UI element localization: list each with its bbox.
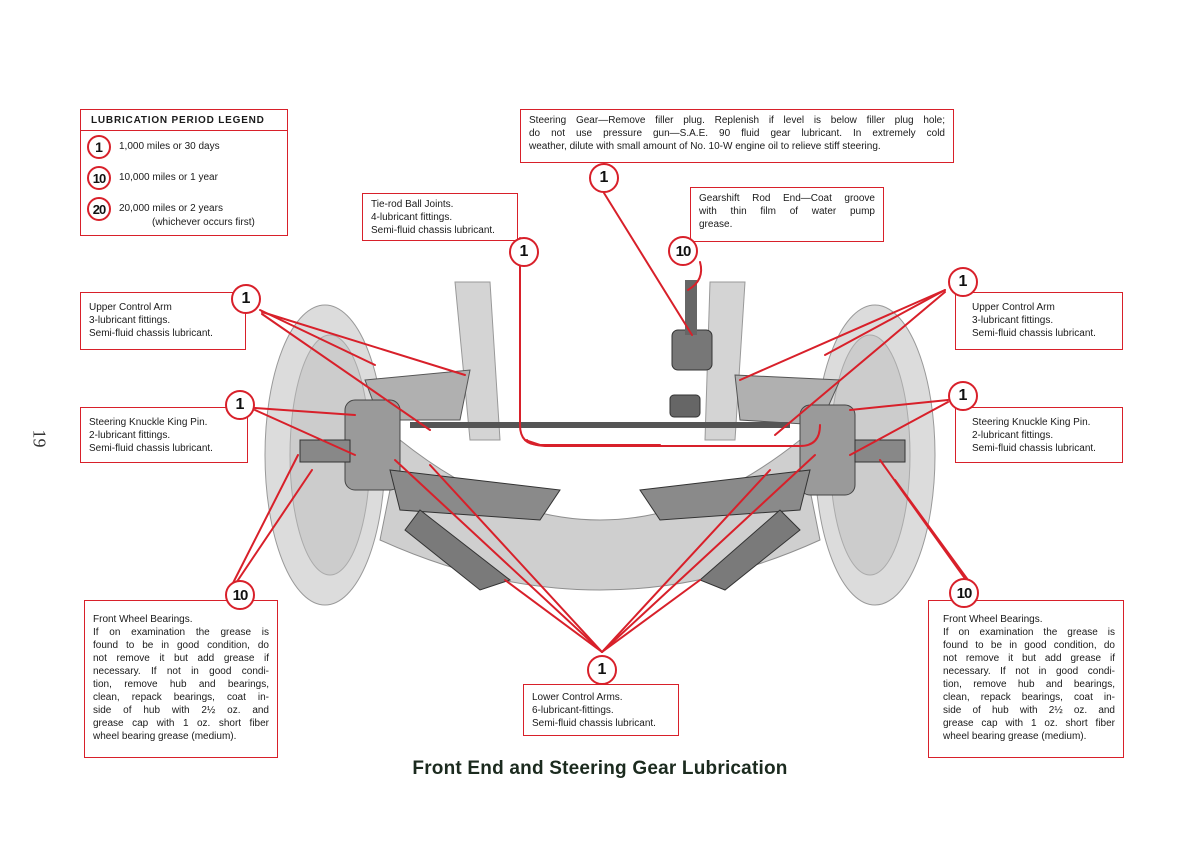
callout-line: Semi-fluid chassis lubricant. [371,225,495,236]
legend-code: 1 [87,135,111,159]
callout-line: Tie-rod Ball Joints. [371,199,454,210]
callout-line: grease cap with 1 oz. short fiber [93,718,269,729]
callout-front-wheel-bearings-left: Front Wheel Bearings. If on examination … [84,600,278,758]
callout-line: Semi-fluid chassis lubricant. [532,718,656,729]
callout-line: Gearshift Rod End—Coat groove [699,193,875,204]
callout-line: clean, repack bearings, coat in- [93,692,269,703]
page-number: 19 [29,429,50,448]
callout-gearshift: Gearshift Rod End—Coat groove with thin … [690,187,884,242]
callout-line: weather, dilute with small amount of No.… [529,141,881,152]
callout-line: 6-lubricant-fittings. [532,705,614,716]
code-badge-wheel-left: 10 [225,580,255,610]
code-badge-upper-right: 1 [948,267,978,297]
callout-line: Steering Knuckle King Pin. [89,417,208,428]
legend-text: 10,000 miles or 1 year [119,172,218,183]
callout-upper-control-arm-right: Upper Control Arm 3-lubricant fittings. … [955,292,1123,350]
legend-code: 20 [87,197,111,221]
callout-line: with thin film of water pump [699,206,875,217]
legend-text: 20,000 miles or 2 years [119,203,223,214]
callout-line: grease. [699,219,733,230]
callout-line: Front Wheel Bearings. [943,614,1043,625]
legend-item-1: 1 1,000 miles or 30 days [87,135,220,159]
callout-line: Steering Gear—Remove filler plug. Replen… [529,115,945,126]
callout-line: necessary. If not in good condi- [943,666,1115,677]
callout-king-pin-right: Steering Knuckle King Pin. 2-lubricant f… [955,407,1123,463]
lubrication-period-legend: LUBRICATION PERIOD LEGEND 1 1,000 miles … [80,109,288,236]
callout-line: found to be in good condition, do [93,640,269,651]
callout-line: 2-lubricant fittings. [972,430,1054,441]
callout-line: 3-lubricant fittings. [972,315,1054,326]
legend-code: 10 [87,166,111,190]
legend-item-20: 20 20,000 miles or 2 years [87,197,223,221]
callout-line: Front Wheel Bearings. [93,614,193,625]
callout-line: Upper Control Arm [972,302,1055,313]
callout-line: If on examination the grease is [943,627,1115,638]
callout-line: tion, remove hub and bearings, [93,679,269,690]
figure-caption: Front End and Steering Gear Lubrication [412,758,788,779]
callout-line: not remove it but add grease if [93,653,269,664]
callout-steering-gear: Steering Gear—Remove filler plug. Replen… [520,109,954,163]
callout-line: 2-lubricant fittings. [89,430,171,441]
callout-line: found to be in good condition, do [943,640,1115,651]
callout-line: 3-lubricant fittings. [89,315,171,326]
callout-line: Semi-fluid chassis lubricant. [89,443,213,454]
callout-line: tion, remove hub and bearings, [943,679,1115,690]
code-badge-king-left: 1 [225,390,255,420]
callout-line: side of hub with 2½ oz. and [943,705,1115,716]
code-badge-king-right: 1 [948,381,978,411]
code-badge-wheel-right: 10 [949,578,979,608]
legend-title: LUBRICATION PERIOD LEGEND [81,110,287,131]
callout-line: Semi-fluid chassis lubricant. [89,328,213,339]
callout-line: Semi-fluid chassis lubricant. [972,443,1096,454]
callout-line: Steering Knuckle King Pin. [972,417,1091,428]
callout-line: If on examination the grease is [93,627,269,638]
legend-item-10: 10 10,000 miles or 1 year [87,166,218,190]
callout-line: wheel bearing grease (medium). [943,731,1087,742]
callout-line: do not use pressure gun—S.A.E. 90 fluid … [529,128,945,139]
callout-line: clean, repack bearings, coat in- [943,692,1115,703]
code-badge-tie-rod: 1 [509,237,539,267]
callout-line: Lower Control Arms. [532,692,623,703]
legend-note: (whichever occurs first) [152,217,255,228]
callout-line: side of hub with 2½ oz. and [93,705,269,716]
callout-line: Semi-fluid chassis lubricant. [972,328,1096,339]
callout-line: not remove it but add grease if [943,653,1115,664]
legend-text: 1,000 miles or 30 days [119,141,220,152]
callout-tie-rod: Tie-rod Ball Joints. 4-lubricant fitting… [362,193,518,241]
code-badge-lower-arms: 1 [587,655,617,685]
callout-king-pin-left: Steering Knuckle King Pin. 2-lubricant f… [80,407,248,463]
code-badge-steering-gear: 1 [589,163,619,193]
callout-line: 4-lubricant fittings. [371,212,453,223]
callout-line: wheel bearing grease (medium). [93,731,237,742]
code-badge-upper-left: 1 [231,284,261,314]
callout-lower-control-arms: Lower Control Arms. 6-lubricant-fittings… [523,684,679,736]
code-badge-gearshift: 10 [668,236,698,266]
callout-upper-control-arm-left: Upper Control Arm 3-lubricant fittings. … [80,292,246,350]
callout-line: necessary. If not in good condi- [93,666,269,677]
callout-line: grease cap with 1 oz. short fiber [943,718,1115,729]
callout-line: Upper Control Arm [89,302,172,313]
callout-front-wheel-bearings-right: Front Wheel Bearings. If on examination … [928,600,1124,758]
